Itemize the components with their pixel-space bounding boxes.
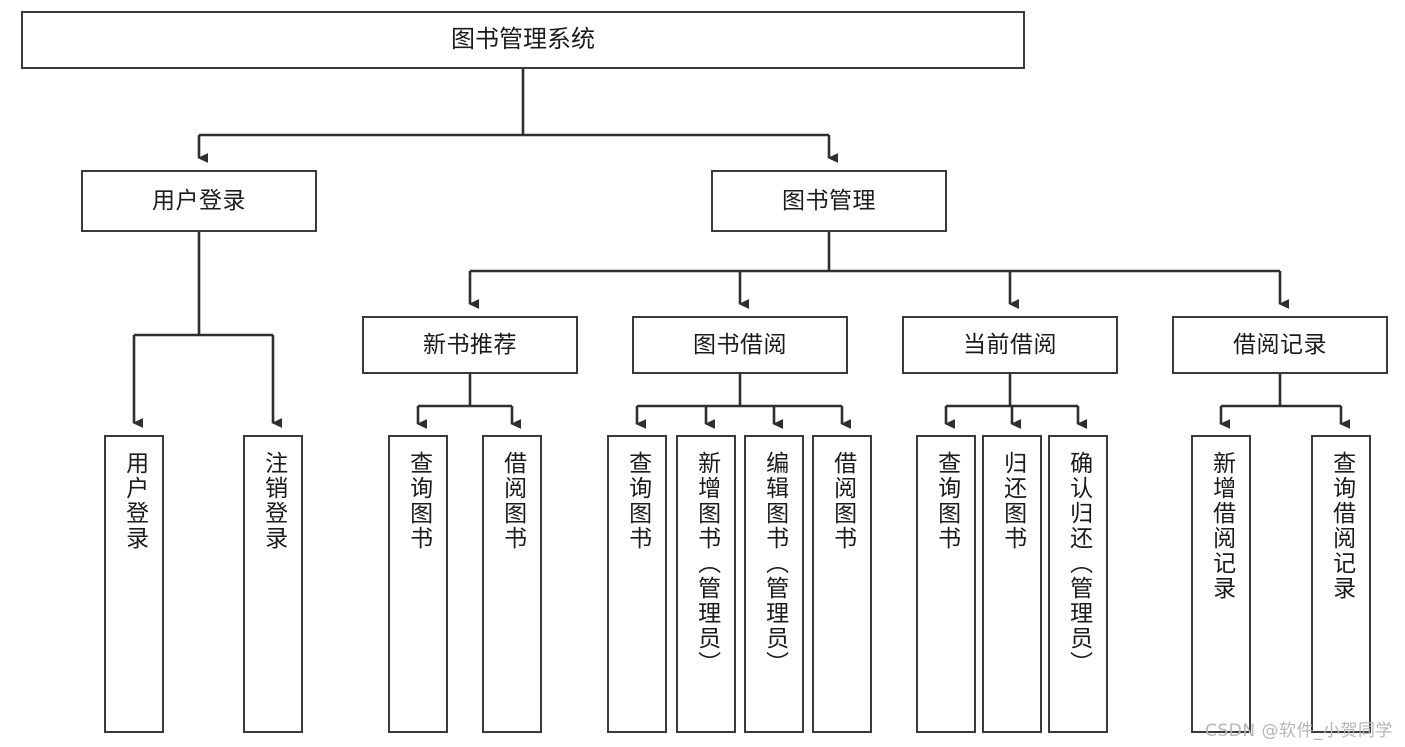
node-leaf-borrow-book-1[interactable]: 借阅图书 — [482, 435, 542, 733]
node-book-borrow[interactable]: 图书借阅 — [632, 316, 848, 374]
node-leaf-user-login[interactable]: 用户登录 — [104, 435, 164, 733]
node-label: 借阅图书 — [499, 451, 526, 551]
node-root-system[interactable]: 图书管理系统 — [21, 11, 1025, 69]
node-leaf-edit-book[interactable]: 编辑图书（管理员） — [744, 435, 804, 733]
node-label: 查询图书 — [624, 451, 651, 551]
node-label: 查询借阅记录 — [1328, 451, 1355, 601]
node-leaf-return-book[interactable]: 归还图书 — [982, 435, 1042, 733]
csdn-watermark: CSDN @软件_小贺同学 — [1205, 721, 1393, 741]
node-borrow-record[interactable]: 借阅记录 — [1172, 316, 1388, 374]
node-leaf-query-book-2[interactable]: 查询图书 — [607, 435, 667, 733]
node-leaf-query-record[interactable]: 查询借阅记录 — [1311, 435, 1371, 733]
node-label: 借阅记录 — [1233, 331, 1327, 358]
node-label: 归还图书 — [999, 451, 1026, 551]
node-label: 图书管理系统 — [451, 25, 595, 54]
node-label: 借阅图书 — [829, 451, 856, 551]
node-label: 新增图书（管理员） — [693, 451, 720, 676]
node-label: 确认归还（管理员） — [1065, 451, 1092, 676]
node-label: 当前借阅 — [963, 331, 1057, 358]
node-user-login[interactable]: 用户登录 — [81, 170, 317, 232]
node-leaf-add-record[interactable]: 新增借阅记录 — [1191, 435, 1251, 733]
node-label: 编辑图书（管理员） — [761, 451, 788, 676]
node-label: 用户登录 — [121, 451, 148, 551]
node-label: 新增借阅记录 — [1208, 451, 1235, 601]
node-label: 图书借阅 — [693, 331, 787, 358]
node-leaf-borrow-book-2[interactable]: 借阅图书 — [812, 435, 872, 733]
node-label: 查询图书 — [405, 451, 432, 551]
node-label: 新书推荐 — [423, 331, 517, 358]
node-label: 用户登录 — [152, 187, 246, 214]
node-leaf-confirm-return[interactable]: 确认归还（管理员） — [1048, 435, 1108, 733]
node-current-borrow[interactable]: 当前借阅 — [902, 316, 1118, 374]
node-leaf-add-book[interactable]: 新增图书（管理员） — [676, 435, 736, 733]
node-label: 注销登录 — [260, 451, 287, 551]
node-label: 图书管理 — [782, 187, 876, 214]
node-leaf-query-book-3[interactable]: 查询图书 — [916, 435, 976, 733]
node-label: 查询图书 — [933, 451, 960, 551]
node-new-book-recommend[interactable]: 新书推荐 — [362, 316, 578, 374]
node-leaf-query-book-1[interactable]: 查询图书 — [388, 435, 448, 733]
node-book-manage[interactable]: 图书管理 — [711, 170, 947, 232]
node-leaf-logout[interactable]: 注销登录 — [243, 435, 303, 733]
